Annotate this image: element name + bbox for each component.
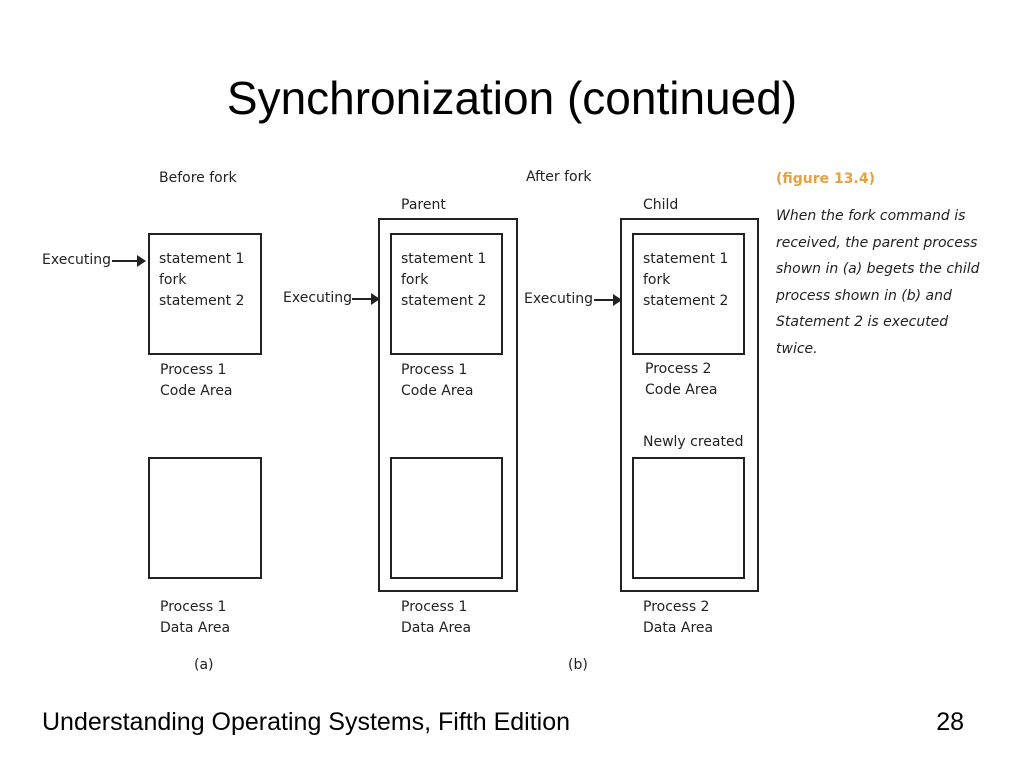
before-fork-label: Before fork — [159, 170, 237, 186]
child-process-frame — [620, 218, 759, 592]
code-statements-a: statement 1 fork statement 2 — [159, 251, 245, 309]
process1-data-area-label-a: Process 1 Data Area — [160, 599, 231, 636]
figure-number: (figure 13.4) — [776, 171, 875, 187]
process2-data-area-label: Process 2 Data Area — [643, 599, 714, 636]
figure-label-b: (b) — [568, 657, 588, 673]
code-statements-child: statement 1 fork statement 2 — [643, 251, 729, 309]
child-data-box — [632, 457, 745, 579]
process1-code-box-a — [148, 233, 262, 355]
slide-title: Synchronization (continued) — [226, 72, 798, 124]
after-fork-label: After fork — [526, 169, 592, 185]
code-statements-parent: statement 1 fork statement 2 — [401, 251, 487, 309]
parent-label: Parent — [401, 197, 446, 213]
child-label: Child — [643, 197, 679, 213]
child-code-box — [632, 233, 745, 355]
executing-label-child: Executing — [524, 291, 594, 307]
executing-arrow-child — [594, 294, 622, 306]
figure-caption: When the fork command is received, the p… — [776, 208, 980, 357]
executing-label-parent: Executing — [283, 290, 353, 306]
executing-arrow-parent — [352, 293, 380, 305]
process1-data-area-label-b: Process 1 Data Area — [401, 599, 472, 636]
process2-code-area-label: Process 2 Code Area — [645, 361, 718, 398]
figure-label-a: (a) — [194, 657, 214, 673]
parent-code-box — [390, 233, 503, 355]
process1-code-area-label-b: Process 1 Code Area — [401, 362, 474, 399]
executing-label-a: Executing — [42, 252, 112, 268]
executing-arrow-a — [112, 255, 146, 267]
process1-data-box-a — [148, 457, 262, 579]
footer-book-title: Understanding Operating Systems, Fifth E… — [42, 708, 571, 736]
newly-created-label: Newly created — [643, 434, 744, 450]
process1-code-area-label-a: Process 1 Code Area — [160, 362, 233, 399]
parent-process-frame — [378, 218, 518, 592]
parent-data-box — [390, 457, 503, 579]
page-number: 28 — [936, 708, 964, 736]
